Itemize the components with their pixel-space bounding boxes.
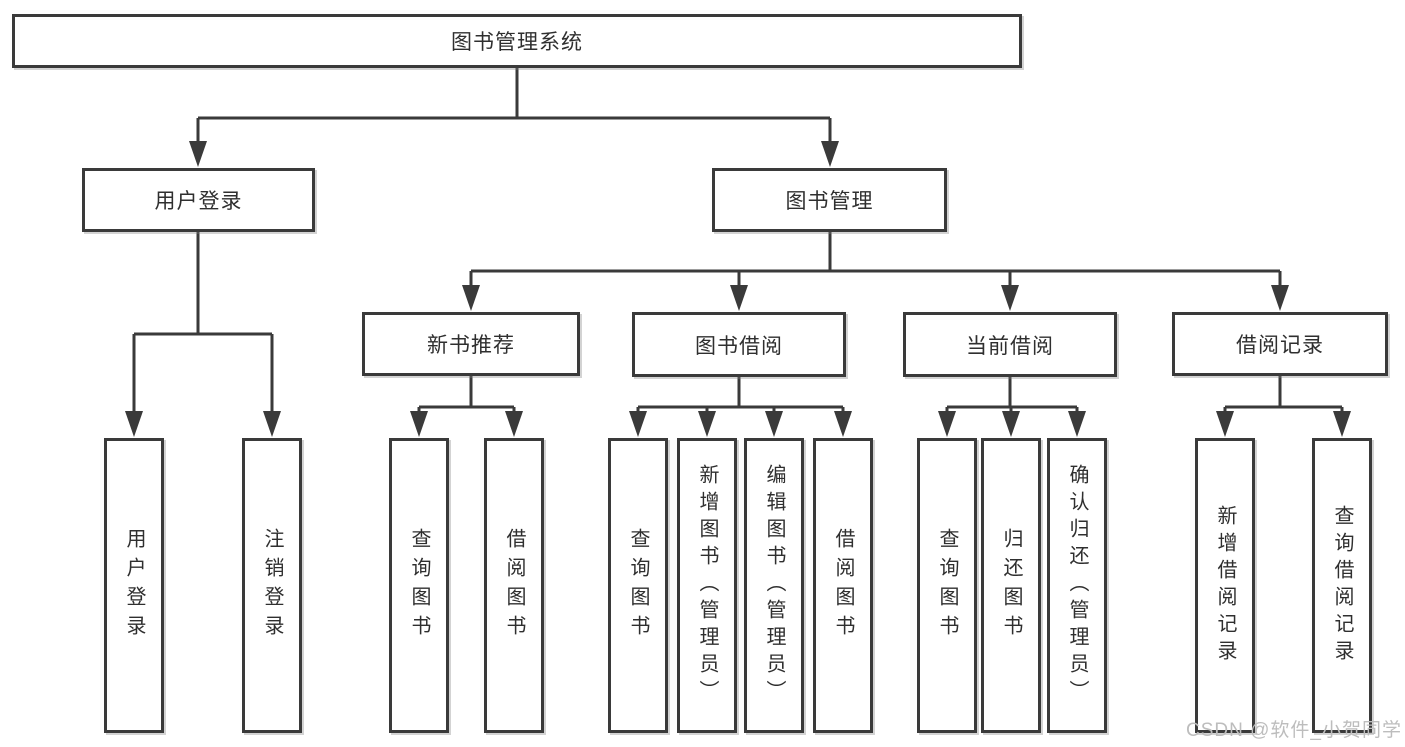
leaf-label: 查询借阅记录 [1331,504,1353,667]
arrowhead-icon [189,141,207,167]
leaf-label: 查询图书 [408,527,430,644]
arrowhead-icon [730,285,748,311]
arrowhead-icon [938,411,956,437]
leaf-borrow-books-borrowing: 借阅图书 [813,438,873,733]
edge-root-to-level2 [189,68,839,167]
leaf-query-books-current: 查询图书 [917,438,977,733]
edge-user-login-to-leaves [125,232,281,437]
node-current-borrowing: 当前借阅 [903,312,1117,377]
node-book-borrowing: 图书借阅 [632,312,846,377]
arrowhead-icon [410,411,428,437]
arrowhead-icon [698,411,716,437]
arrowhead-icon [1216,411,1234,437]
edge-book-management-to-level3 [462,232,1289,311]
leaf-add-borrowing-record: 新增借阅记录 [1195,438,1255,733]
arrowhead-icon [1333,411,1351,437]
arrowhead-icon [462,285,480,311]
leaf-borrow-books-recommend: 借阅图书 [484,438,544,733]
arrowhead-icon [1002,411,1020,437]
leaf-label: 查询图书 [936,527,958,644]
leaf-label: 编辑图书（管理员） [763,464,785,707]
arrowhead-icon [263,411,281,437]
arrowhead-icon [1271,285,1289,311]
leaf-label: 确认归还（管理员） [1066,464,1088,707]
node-user-login: 用户登录 [82,168,315,232]
arrowhead-icon [821,141,839,167]
arrowhead-icon [125,411,143,437]
arrowhead-icon [629,411,647,437]
leaf-query-borrowing-record: 查询借阅记录 [1312,438,1372,733]
leaf-user-login: 用户登录 [104,438,164,733]
leaf-label: 查询图书 [627,527,649,644]
leaf-label: 新增图书（管理员） [696,464,718,707]
edge-new-book-recommendation-to-leaves [410,376,523,437]
leaf-label: 注销登录 [261,527,283,644]
arrowhead-icon [505,411,523,437]
edge-book-borrowing-to-leaves [629,377,852,437]
leaf-edit-book-admin: 编辑图书（管理员） [744,438,804,733]
leaf-confirm-return-admin: 确认归还（管理员） [1047,438,1107,733]
leaf-query-books-recommend: 查询图书 [389,438,449,733]
arrowhead-icon [1001,285,1019,311]
node-library-management-system: 图书管理系统 [12,14,1022,68]
leaf-label: 新增借阅记录 [1214,504,1236,667]
leaf-label: 借阅图书 [832,527,854,644]
edge-borrowing-records-to-leaves [1216,376,1351,437]
leaf-add-book-admin: 新增图书（管理员） [677,438,737,733]
leaf-label: 借阅图书 [503,527,525,644]
edge-current-borrowing-to-leaves [938,377,1086,437]
arrowhead-icon [765,411,783,437]
leaf-query-books-borrowing: 查询图书 [608,438,668,733]
arrowhead-icon [1068,411,1086,437]
leaf-logout: 注销登录 [242,438,302,733]
node-borrowing-records: 借阅记录 [1172,312,1388,376]
leaf-return-books: 归还图书 [981,438,1041,733]
leaf-label: 归还图书 [1000,527,1022,644]
leaf-label: 用户登录 [123,527,145,644]
node-book-management: 图书管理 [712,168,947,232]
node-new-book-recommendation: 新书推荐 [362,312,580,376]
arrowhead-icon [834,411,852,437]
csdn-watermark: CSDN @软件_小贺同学 [1186,720,1402,741]
